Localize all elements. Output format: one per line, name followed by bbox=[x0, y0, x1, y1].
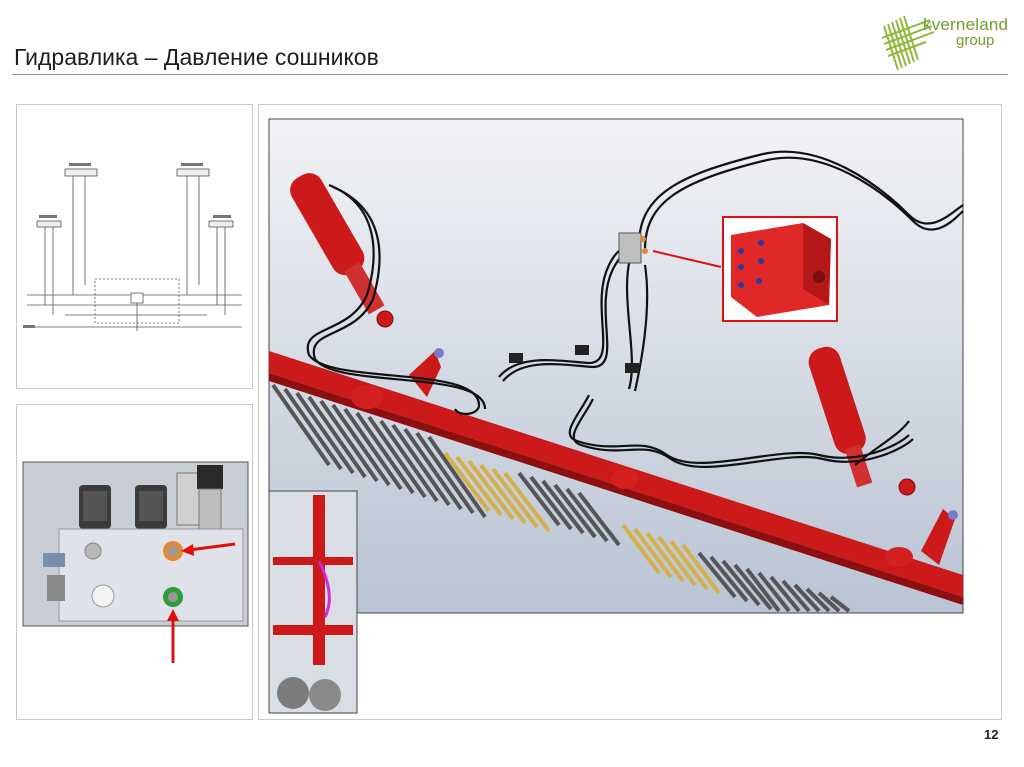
logo-stripes-icon bbox=[881, 15, 935, 71]
schematic-panel bbox=[16, 104, 253, 389]
red-arrow-icon bbox=[181, 542, 236, 556]
page-number: 12 bbox=[984, 727, 999, 742]
valve-block-illustration bbox=[22, 461, 249, 663]
logo-subtitle: group bbox=[956, 32, 995, 49]
company-logo: kverneland group bbox=[880, 10, 1010, 72]
machine-render bbox=[268, 118, 964, 714]
slide-title: Гидравлика – Давление сошников bbox=[14, 44, 379, 70]
logo-wordmark: kverneland bbox=[923, 15, 1009, 34]
valve-panel bbox=[16, 404, 253, 720]
red-arrow-icon bbox=[167, 609, 179, 663]
machine-render-panel bbox=[258, 104, 1002, 720]
hydraulic-schematic bbox=[23, 163, 242, 331]
title-divider bbox=[12, 74, 1008, 75]
